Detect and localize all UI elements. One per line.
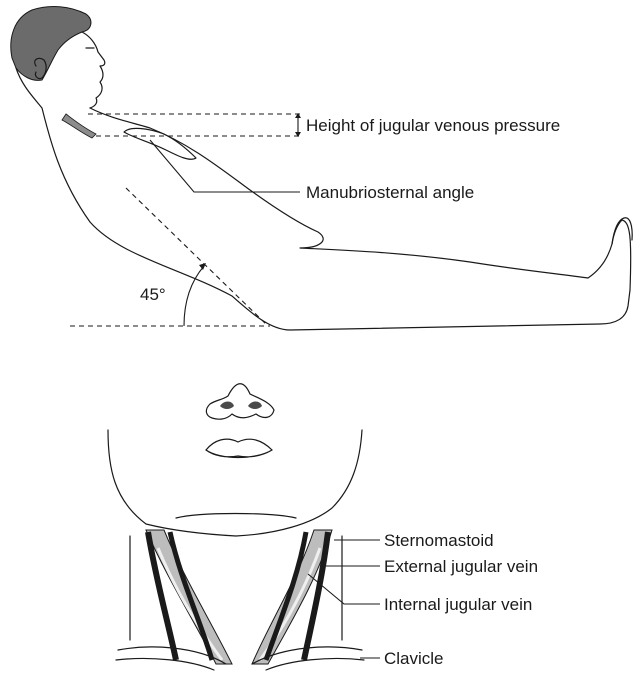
angle-degree-label: 45° (140, 285, 166, 304)
clavicle-label: Clavicle (384, 649, 444, 668)
left-clavicle-lower (116, 658, 214, 670)
neck-anatomy-figure (108, 384, 362, 640)
incline-dashline (126, 188, 268, 326)
internal-jugular-label: Internal jugular vein (384, 595, 532, 614)
nose-outline (206, 384, 274, 419)
manubriosternal-leader-line (150, 140, 300, 192)
right-clavicle-lower (266, 658, 364, 670)
manubriosternal-angle-callout: Manubriosternal angle (150, 140, 474, 202)
jugular-vein-shading (62, 114, 96, 138)
jvp-height-label: Height of jugular venous pressure (306, 116, 560, 135)
clavicles (116, 647, 364, 670)
clavicle-outline (124, 128, 196, 159)
external-jugular-label: External jugular vein (384, 557, 538, 576)
manubriosternal-angle-label: Manubriosternal angle (306, 183, 474, 202)
patient-face (82, 32, 105, 108)
jaw-outline (108, 430, 362, 536)
left-nostril-icon (220, 402, 234, 410)
upper-lip-outline (206, 439, 272, 450)
patient-hair (11, 7, 91, 81)
lower-lip-outline (206, 450, 272, 458)
angle-arc-arrow-icon (199, 263, 206, 270)
chin-crease (176, 514, 296, 519)
reclining-patient-figure (11, 7, 632, 330)
angle-construction: 45° (70, 188, 270, 326)
jvp-height-markers: Height of jugular venous pressure (88, 113, 560, 137)
sternomastoid-label: Sternomastoid (384, 531, 494, 550)
right-nostril-icon (248, 402, 262, 410)
left-internal-jugular-vein (170, 532, 212, 660)
